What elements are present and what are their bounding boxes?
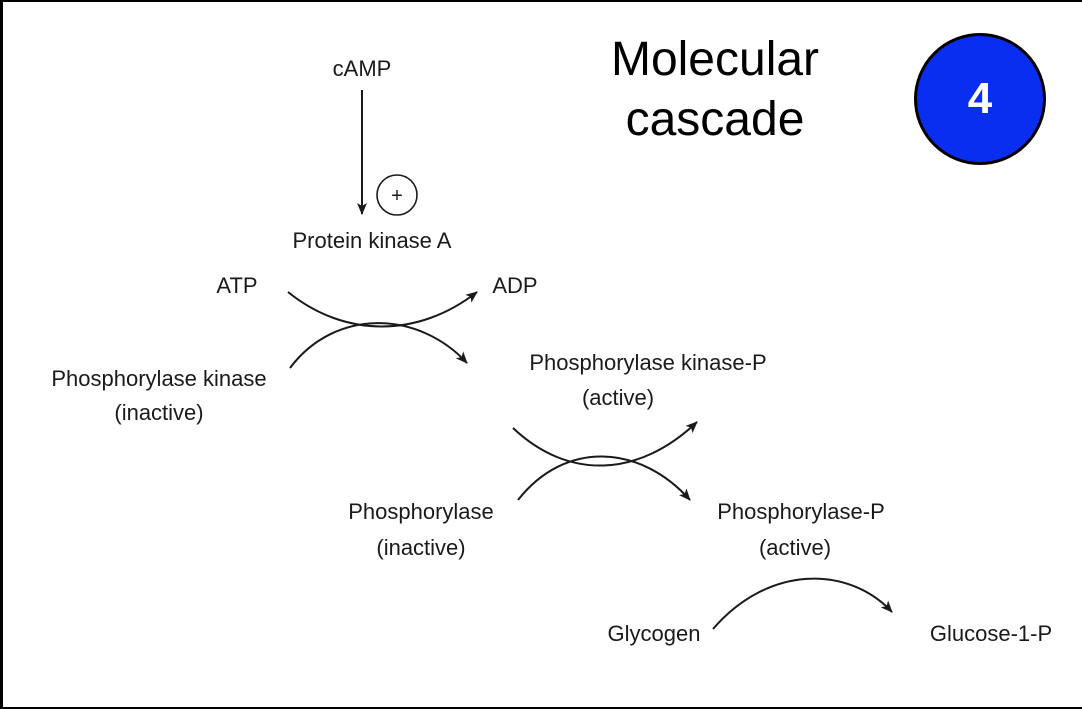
protein-kinase-a-label: Protein kinase A [293, 228, 452, 253]
atp-label: ATP [216, 273, 257, 298]
phosphorylase-activation-arrow [517, 455, 691, 501]
step-number-badge: 4 [914, 33, 1046, 165]
phosphorylase-state: (inactive) [376, 535, 465, 560]
phosphorylase-p-state: (active) [759, 535, 831, 560]
phosphorylase-kinase-label: Phosphorylase kinase [51, 366, 266, 391]
phosphorylase-kinase-p-label: Phosphorylase kinase-P [529, 350, 766, 375]
phosphorylase-p-label: Phosphorylase-P [717, 499, 885, 524]
slide-title: Molecular cascade [560, 30, 870, 150]
glucose-1-p-label: Glucose-1-P [930, 621, 1052, 646]
activation-plus-circle [376, 174, 418, 216]
phosphorylase-label: Phosphorylase [348, 499, 494, 524]
camp-label: cAMP [333, 56, 392, 81]
adp-label: ADP [492, 273, 537, 298]
atp-to-adp-arrow [287, 291, 478, 328]
glycogen-label: Glycogen [608, 621, 701, 646]
slide-title-line-2: cascade [625, 93, 805, 146]
phosphorylase-kinase-activation-arrow [289, 322, 468, 369]
glycogen-to-glucose-arrow [712, 577, 893, 630]
phosphorylase-kinase-state: (inactive) [114, 400, 203, 425]
slide-title-line-1: Molecular [610, 33, 820, 86]
kinase-p-catalysis-arrow [512, 421, 698, 467]
activation-plus-sign: + [391, 185, 403, 207]
phosphorylase-kinase-p-state: (active) [582, 385, 654, 410]
